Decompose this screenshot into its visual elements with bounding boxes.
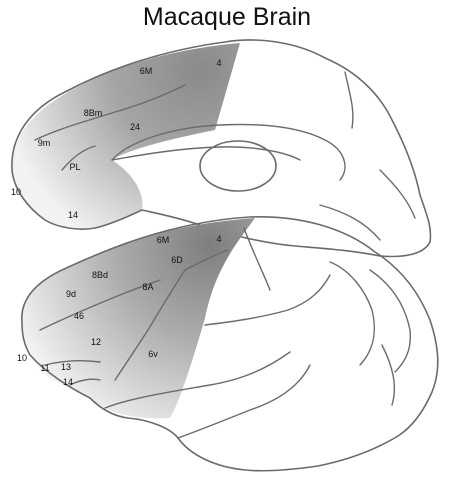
medial-thalamus-outline — [199, 140, 277, 192]
medial-sulcus-3 — [344, 71, 354, 129]
lateral-hemisphere-outline — [21, 216, 439, 472]
lateral-cerebellum-outline — [329, 261, 376, 366]
lateral-area-label: 11 — [40, 363, 49, 373]
medial-sulcus-2 — [61, 145, 96, 171]
lateral-area-label: 10 — [17, 353, 27, 363]
medial-hemisphere-outline — [11, 39, 432, 258]
medial-area-label: 24 — [130, 122, 140, 132]
lateral-orbital-sulcus — [44, 360, 101, 366]
lateral-sylvian-fissure — [104, 351, 291, 409]
lateral-area-label: 12 — [91, 337, 101, 347]
medial-area-label: PL — [69, 162, 80, 172]
lateral-superior-temporal-sulcus — [204, 274, 331, 326]
lateral-occipital-sulcus — [369, 269, 412, 373]
lateral-area-label: 4 — [216, 234, 221, 244]
medial-callosum-lower — [111, 146, 301, 161]
lateral-orbital-sulcus-2 — [69, 378, 101, 386]
lateral-area-label: 9d — [66, 289, 76, 299]
lateral-frontal-shading — [22, 218, 255, 419]
medial-area-label: 4 — [216, 58, 221, 68]
medial-sulcus-5 — [319, 204, 381, 241]
medial-view: 6M 4 8Bm 24 9m PL 10 14 — [11, 39, 432, 258]
medial-sulcus-4 — [379, 169, 416, 219]
diagram-title: Macaque Brain — [143, 3, 311, 31]
lateral-area-label: 6D — [171, 255, 183, 265]
medial-area-label: 10 — [11, 187, 21, 197]
lateral-central-sulcus — [243, 227, 271, 291]
lateral-temporal-outline — [177, 364, 311, 439]
medial-cingulate-sulcus — [34, 84, 186, 141]
lateral-area-label: 14 — [63, 377, 73, 387]
lateral-arcuate-sulcus — [114, 269, 186, 381]
medial-frontal-shading — [12, 43, 240, 230]
lateral-area-label: 6M — [157, 235, 170, 245]
lateral-area-label: 46 — [74, 311, 84, 321]
medial-callosal-sulcus — [111, 123, 346, 181]
lateral-area-label: 6v — [148, 349, 158, 359]
lateral-principal-sulcus — [39, 279, 161, 331]
medial-area-label: 6M — [140, 66, 153, 76]
lateral-view: 6M 4 6D 8Bd 8A 9d 46 12 6v 10 11 13 14 — [17, 216, 439, 472]
lateral-area-label: 8Bd — [92, 270, 108, 280]
lateral-area-label: 8A — [142, 282, 153, 292]
lateral-lunate-sulcus — [381, 344, 396, 406]
medial-area-label: 14 — [68, 210, 78, 220]
lateral-arcuate-upper — [184, 249, 229, 271]
lateral-area-label: 13 — [61, 362, 71, 372]
medial-area-label: 9m — [38, 138, 51, 148]
medial-area-label: 8Bm — [84, 108, 103, 118]
